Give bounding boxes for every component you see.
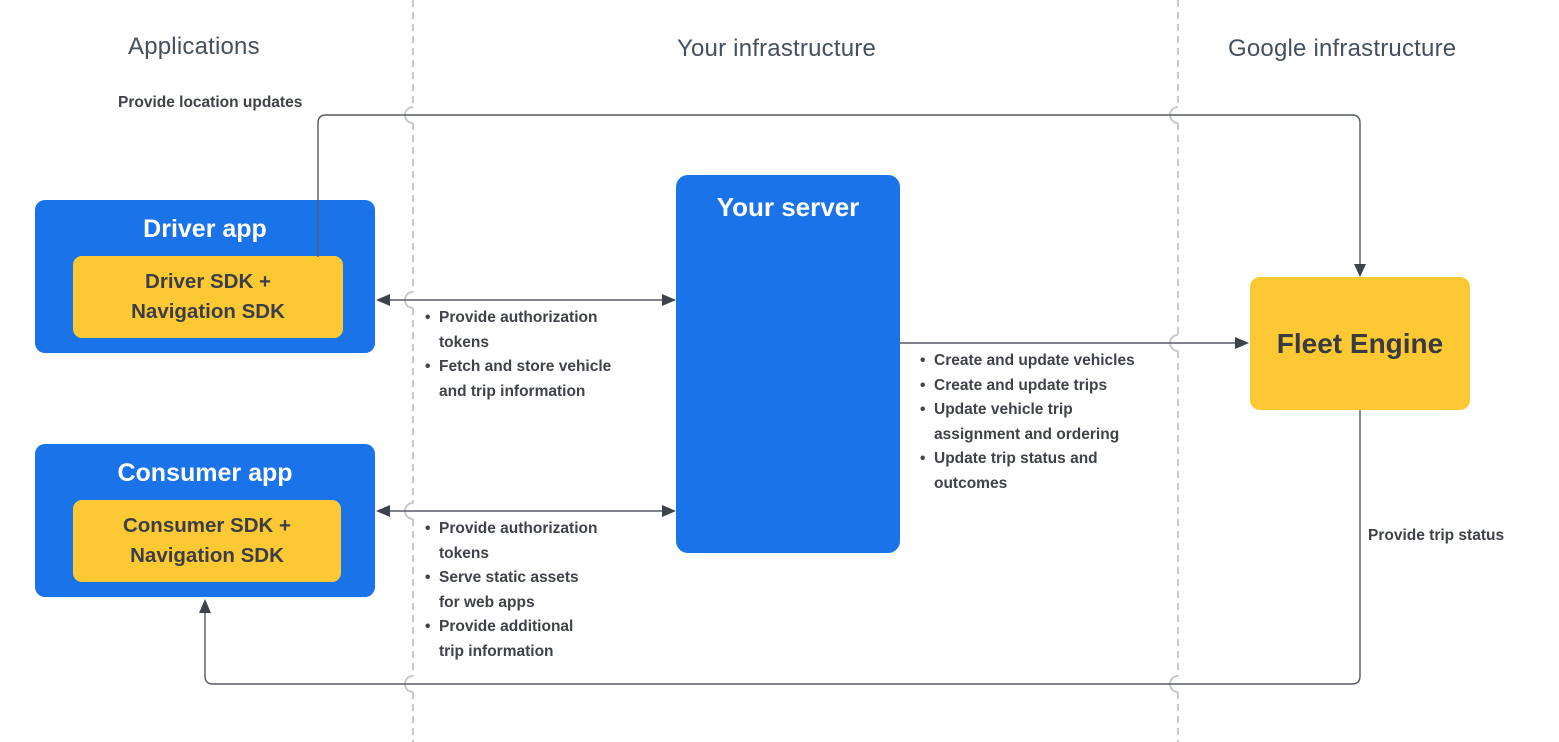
bullet-list-driver-to-server: Provide authorization tokensFetch and st… xyxy=(425,306,675,404)
arrowhead-right-icon xyxy=(662,294,676,306)
bullet-item: Create and update trips xyxy=(920,374,1188,399)
arrowhead-down-icon xyxy=(1354,264,1366,277)
bullet-item: Create and update vehicles xyxy=(920,349,1188,374)
bullet-list-server-to-fleet: Create and update vehiclesCreate and upd… xyxy=(920,349,1188,496)
arrowhead-right-icon xyxy=(1235,337,1249,349)
bullet-item: Provide authorization tokens xyxy=(425,517,675,566)
bullet-list-consumer-to-server: Provide authorization tokensServe static… xyxy=(425,517,675,664)
arrow-server-fleet xyxy=(900,337,1249,349)
bullet-item: Update vehicle trip assignment and order… xyxy=(920,398,1188,447)
driver-sdk-box: Driver SDK + Navigation SDK xyxy=(73,256,343,338)
column-divider-left xyxy=(404,0,414,742)
fleet-engine-title: Fleet Engine xyxy=(1276,327,1444,359)
consumer-sdk-box: Consumer SDK + Navigation SDK xyxy=(73,500,341,582)
fleet-engine-box: Fleet Engine xyxy=(1250,277,1470,410)
your-server-title: Your server xyxy=(716,192,860,222)
column-heading-your-infrastructure: Your infrastructure xyxy=(677,35,877,62)
consumer-app-box: Consumer app Consumer SDK + Navigation S… xyxy=(35,444,375,597)
bullet-item: Provide authorization tokens xyxy=(425,306,675,355)
edge-label-provide-location-updates: Provide location updates xyxy=(118,94,303,111)
bullet-item: Fetch and store vehicle and trip informa… xyxy=(425,355,675,404)
driver-app-title: Driver app xyxy=(143,215,267,243)
column-heading-applications: Applications xyxy=(128,33,260,60)
bullet-item: Serve static assets for web apps xyxy=(425,566,675,615)
consumer-app-title: Consumer app xyxy=(117,459,293,487)
arrowhead-left-icon xyxy=(376,294,390,306)
bullet-item: Update trip status and outcomes xyxy=(920,447,1188,496)
bullet-item: Provide additional trip information xyxy=(425,615,675,664)
arrowhead-right-icon xyxy=(662,505,676,517)
edge-label-provide-trip-status: Provide trip status xyxy=(1368,527,1505,544)
driver-app-box: Driver app Driver SDK + Navigation SDK xyxy=(35,200,375,353)
arrow-driver-server xyxy=(376,294,676,306)
column-heading-google-infrastructure: Google infrastructure xyxy=(1228,35,1457,62)
your-server-box: Your server xyxy=(676,175,900,553)
arrowhead-left-icon xyxy=(376,505,390,517)
arrowhead-up-icon xyxy=(199,599,211,613)
arrow-consumer-server xyxy=(376,505,676,517)
